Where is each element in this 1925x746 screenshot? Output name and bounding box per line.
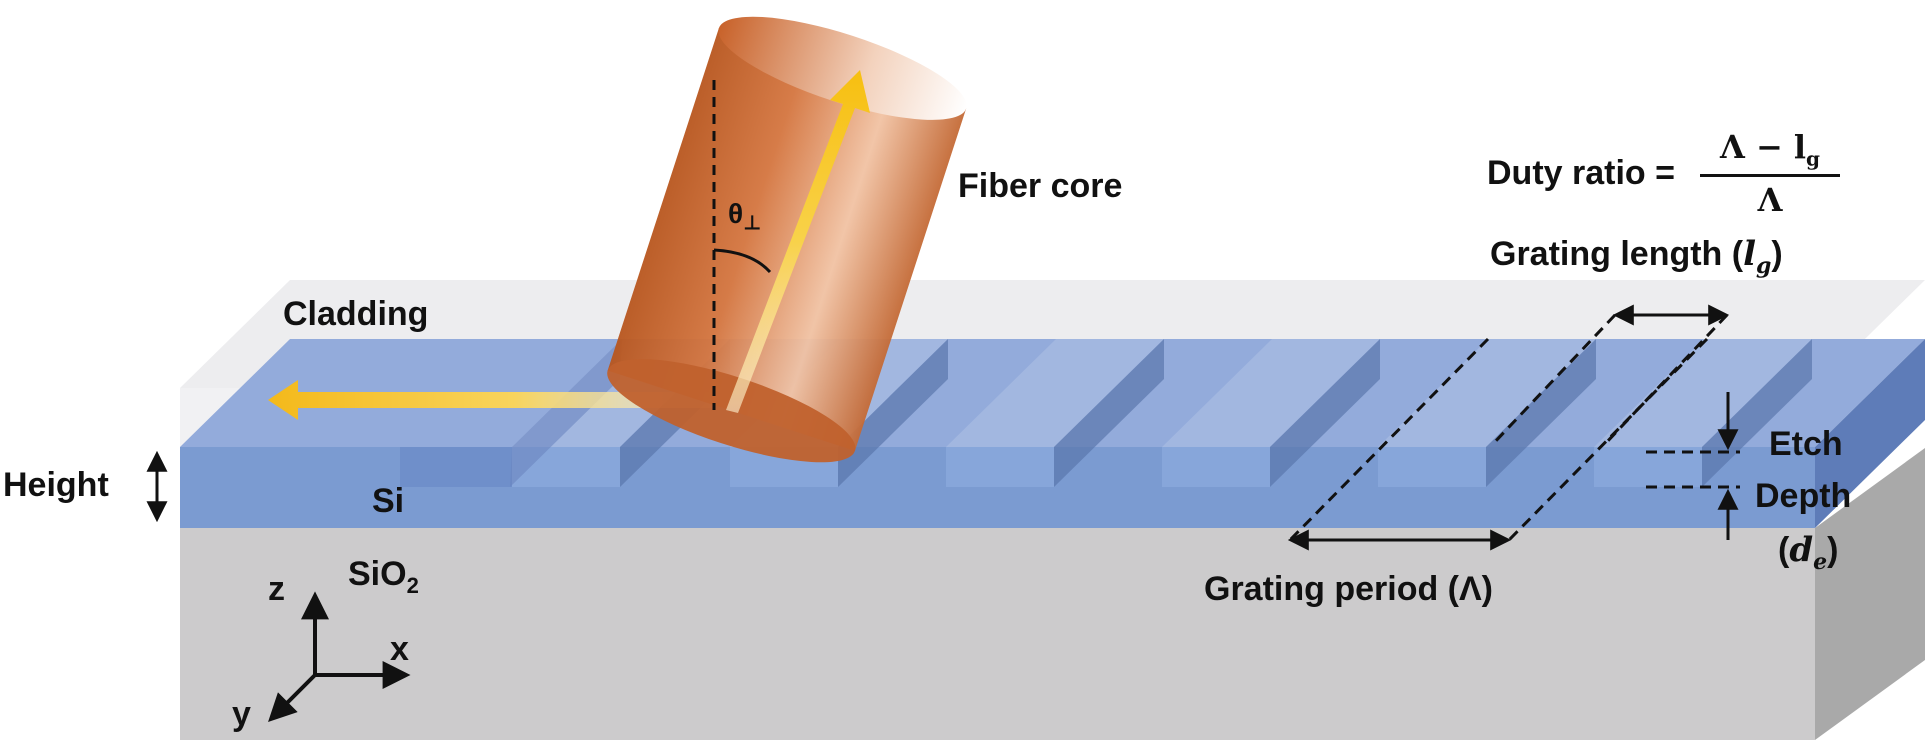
- grating-length-close: ): [1771, 235, 1783, 273]
- sio2-subscript: 2: [406, 572, 419, 598]
- si-side-face: [1815, 339, 1925, 528]
- coupled-beam-arrow: [268, 380, 714, 420]
- duty-num-text: Λ − l: [1719, 128, 1807, 166]
- grating-period-label: Grating period (Λ): [1204, 570, 1493, 608]
- grating-length-text: Grating length (: [1490, 235, 1744, 273]
- axis-x-label: x: [390, 630, 409, 668]
- theta-label: θ⊥: [728, 198, 761, 236]
- grating-length-marker: [1490, 304, 1730, 447]
- etch-depth-marker: [1646, 392, 1740, 540]
- de-var: d: [1789, 530, 1814, 570]
- etch-label: Etch: [1769, 425, 1843, 463]
- grating-length-var: l: [1743, 234, 1757, 274]
- theta-symbol: θ: [728, 198, 744, 229]
- sio2-substrate: [180, 448, 1925, 740]
- substrate-front: [180, 528, 1815, 740]
- de-close: ): [1827, 531, 1839, 569]
- duty-ratio-fraction: Λ − lg Λ: [1700, 128, 1840, 219]
- fiber-core-label: Fiber core: [958, 167, 1123, 205]
- grating-length-label: Grating length (lg): [1490, 234, 1783, 279]
- duty-ratio-label: Duty ratio =: [1487, 154, 1675, 192]
- light-beams: [268, 380, 714, 420]
- de-subscript: e: [1813, 548, 1828, 575]
- theta-subscript: ⊥: [743, 212, 762, 235]
- silicon-grating: [180, 339, 1925, 528]
- grating-period-marker: [1287, 337, 1709, 551]
- axis-y-label: y: [232, 695, 251, 733]
- incident-beam-arrow: [726, 70, 870, 413]
- sio2-label: SiO2: [348, 555, 419, 599]
- cladding-label: Cladding: [283, 295, 429, 333]
- theta-angle-arc: [713, 248, 772, 274]
- duty-ratio-denominator: Λ: [1757, 181, 1783, 220]
- substrate-side: [1815, 448, 1925, 740]
- si-label: Si: [372, 482, 405, 520]
- height-label: Height: [3, 466, 109, 504]
- axis-z-label: z: [268, 570, 285, 608]
- y-axis: [268, 673, 317, 722]
- grating-length-subscript: g: [1756, 252, 1772, 279]
- fraction-bar: [1700, 174, 1840, 178]
- coordinate-axes: [268, 591, 411, 722]
- depth-label: Depth: [1755, 477, 1852, 515]
- duty-ratio-numerator: Λ − lg: [1720, 128, 1820, 170]
- depth-symbol-label: (de): [1778, 530, 1838, 575]
- de-open: (: [1778, 531, 1790, 569]
- duty-num-subscript: g: [1806, 146, 1821, 171]
- sio2-text: SiO: [348, 555, 407, 593]
